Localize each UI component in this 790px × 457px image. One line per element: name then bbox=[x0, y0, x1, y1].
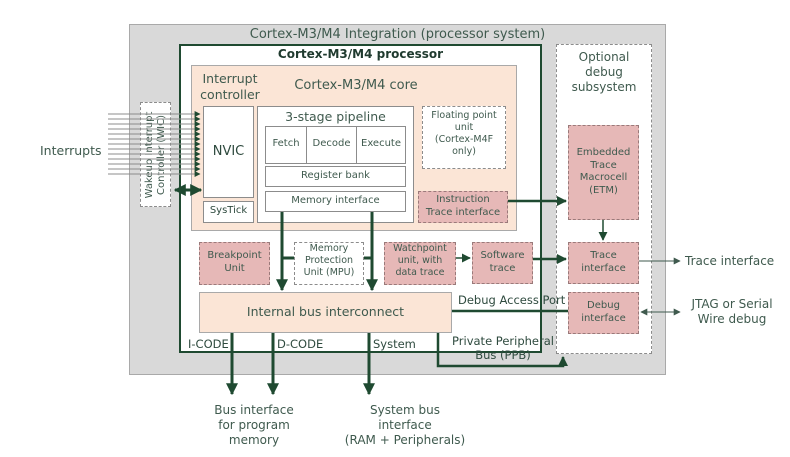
watchpoint-unit-block bbox=[384, 242, 456, 285]
software-trace-label: Software trace bbox=[480, 250, 525, 274]
breakpoint-unit-label: Breakpoint Unit bbox=[207, 250, 262, 274]
program-memory-bus-label: Bus interface for program memory bbox=[214, 403, 294, 447]
etm-label: Embedded Trace Macrocell (ETM) bbox=[576, 147, 631, 196]
debug-interface-block bbox=[568, 292, 639, 334]
breakpoint-unit-block bbox=[199, 242, 270, 285]
interrupt-lines bbox=[108, 111, 201, 177]
execute-label: Execute bbox=[361, 138, 401, 149]
jtag-label: JTAG or Serial Wire debug bbox=[691, 297, 773, 326]
dap-label: Debug Access Port bbox=[458, 293, 566, 307]
decode-label: Decode bbox=[312, 138, 351, 149]
systick-label: SysTick bbox=[209, 205, 248, 216]
nvic-label: NVIC bbox=[212, 144, 245, 159]
debug-interface-block-label: Debug interface bbox=[581, 300, 626, 324]
mpu-block bbox=[294, 242, 364, 285]
decode-stage bbox=[306, 126, 357, 164]
pipeline-title: 3-stage pipeline bbox=[285, 109, 386, 124]
fetch-label: Fetch bbox=[272, 138, 300, 149]
instruction-trace-label: Instruction Trace interface bbox=[425, 194, 501, 218]
memory-interface-block bbox=[265, 191, 406, 212]
interrupt-controller-title: Interrupt controller bbox=[200, 71, 260, 102]
integration-title: Cortex-M3/M4 Integration (processor syst… bbox=[249, 27, 546, 42]
instruction-trace-block bbox=[418, 191, 508, 223]
debug-subsystem-title: Optional debug subsystem bbox=[571, 50, 637, 94]
systick-block bbox=[203, 201, 254, 223]
processor-title: Cortex-M3/M4 processor bbox=[277, 47, 444, 61]
trace-interface-block bbox=[568, 242, 639, 284]
fpu-block bbox=[422, 106, 506, 169]
software-trace-block bbox=[472, 242, 533, 284]
internal-bus-block bbox=[199, 292, 452, 333]
ppb-label: Private Peripheral Bus (PPB) bbox=[452, 334, 554, 363]
internal-bus-label: Internal bus interconnect bbox=[246, 304, 405, 319]
nvic-block bbox=[203, 106, 254, 198]
interrupts-label: Interrupts bbox=[40, 143, 102, 158]
system-bus-label: System bus interface (RAM + Peripherals) bbox=[344, 403, 466, 447]
register-bank-label: Register bank bbox=[301, 170, 370, 181]
system-label: System bbox=[373, 337, 416, 351]
etm-block bbox=[568, 125, 639, 220]
trace-interface-external-label: Trace interface bbox=[685, 254, 775, 268]
trace-interface-block-label: Trace interface bbox=[581, 250, 626, 274]
icode-label: I-CODE bbox=[188, 337, 229, 351]
execute-stage bbox=[356, 126, 406, 164]
dcode-label: D-CODE bbox=[277, 337, 324, 351]
core-title: Cortex-M3/M4 core bbox=[294, 78, 418, 93]
fpu-label: Floating point unit (Cortex-M4F only) bbox=[431, 110, 497, 157]
memory-interface-label: Memory interface bbox=[291, 195, 380, 206]
watchpoint-unit-label: Watchpoint unit, with data trace bbox=[393, 243, 447, 278]
register-bank-block bbox=[265, 166, 406, 187]
mpu-label: Memory Protection Unit (MPU) bbox=[303, 243, 355, 278]
